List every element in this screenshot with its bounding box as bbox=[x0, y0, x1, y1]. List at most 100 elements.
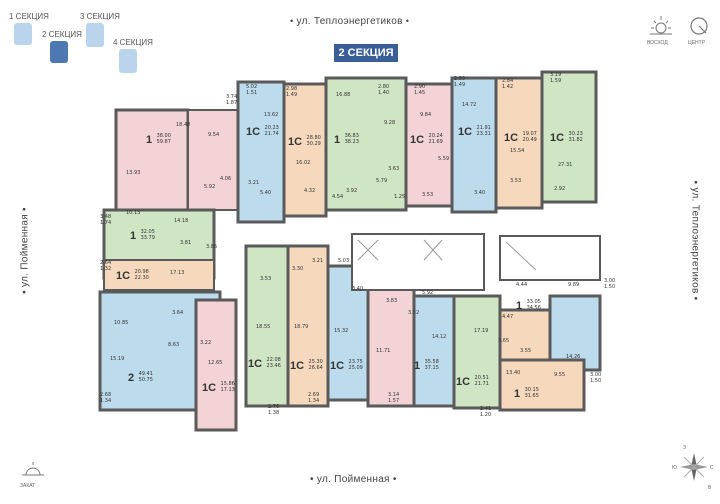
room-area: 9.55 bbox=[554, 372, 566, 378]
apt-shape bbox=[494, 76, 544, 210]
apartment-type: 1С bbox=[202, 382, 217, 394]
legend-swatch-4[interactable] bbox=[119, 49, 137, 73]
room-area: 2.76 bbox=[268, 404, 280, 410]
legend-swatch-3[interactable] bbox=[86, 23, 104, 47]
room-area: 1.42 bbox=[502, 84, 514, 90]
apt-shape bbox=[194, 298, 238, 432]
room-area: 14.12 bbox=[432, 334, 447, 340]
room-area: 2.92 bbox=[554, 186, 566, 192]
room-area: 16.88 bbox=[336, 92, 351, 98]
apartment-type: 1С bbox=[504, 132, 519, 144]
room-area: 1.20 bbox=[480, 412, 492, 418]
room-area: 1.50 bbox=[604, 284, 616, 290]
room-area: 4.47 bbox=[502, 314, 514, 320]
room-area: 3.48 bbox=[100, 214, 112, 220]
apt-shape bbox=[236, 80, 286, 224]
room-area: 3.63 bbox=[388, 166, 400, 172]
apartment-type: 1С bbox=[330, 360, 345, 372]
room-area: 1.57 bbox=[388, 398, 400, 404]
room-area: 13.62 bbox=[264, 112, 279, 118]
room-area: 1.50 bbox=[590, 378, 602, 384]
room-area: 13.93 bbox=[126, 170, 141, 176]
room-area: 9.89 bbox=[568, 282, 580, 288]
room-area: 1.49 bbox=[454, 82, 466, 88]
room-area: 1.38 bbox=[268, 410, 280, 416]
legend-label-1: 1 СЕКЦИЯ bbox=[9, 12, 49, 21]
room-area: 3.14 bbox=[388, 392, 400, 398]
compass-s: Ю bbox=[672, 465, 678, 471]
legend-swatch-2[interactable] bbox=[50, 41, 68, 63]
apartment-type: 1 bbox=[414, 360, 421, 372]
street-right-label: • ул. Теплоэнергетиков • bbox=[689, 180, 701, 301]
room-area: 3.83 bbox=[386, 298, 398, 304]
apartment-type: 1С bbox=[456, 376, 471, 388]
room-area: 1.34 bbox=[308, 398, 320, 404]
room-area: 2.80 bbox=[454, 76, 466, 82]
apartment-type: 1С bbox=[458, 126, 473, 138]
room-area: 3.19 bbox=[550, 72, 562, 78]
room-area: 15.54 bbox=[510, 148, 525, 154]
compass-rose: З Ю С В bbox=[672, 443, 716, 499]
apartment-type: 1 bbox=[516, 300, 523, 312]
room-area: 3.21 bbox=[248, 180, 260, 186]
apartment-type: 1 bbox=[146, 134, 153, 146]
room-area: 2.68 bbox=[100, 392, 112, 398]
room-area: 5.03 bbox=[338, 258, 350, 264]
core-shape bbox=[499, 235, 601, 281]
room-area: 8.63 bbox=[168, 342, 180, 348]
room-area: 2.64 bbox=[100, 260, 112, 266]
legend-swatch-1[interactable] bbox=[14, 23, 32, 45]
apartment-type: 2 bbox=[128, 372, 135, 384]
room-area: 1.32 bbox=[100, 266, 112, 272]
room-area: 3.32 bbox=[408, 310, 420, 316]
apt-shape bbox=[324, 76, 408, 212]
room-area: 5.02 bbox=[246, 84, 258, 90]
apt-shape bbox=[286, 244, 330, 408]
section-title: 2 СЕКЦИЯ bbox=[334, 44, 398, 62]
apt-shape bbox=[548, 294, 602, 372]
apartment-type: 1 bbox=[334, 134, 341, 146]
compass-n: З bbox=[683, 445, 687, 451]
room-area: 1.45 bbox=[414, 90, 426, 96]
sunset-label: ЗАКАТ bbox=[20, 483, 36, 489]
apt-shape bbox=[366, 284, 416, 408]
room-area: 3.53 bbox=[260, 276, 272, 282]
room-area: 5.40 bbox=[260, 190, 272, 196]
core-shape bbox=[351, 233, 485, 291]
room-area: 27.31 bbox=[558, 162, 573, 168]
room-area: 5.79 bbox=[376, 178, 388, 184]
room-area: 3.74 bbox=[226, 94, 238, 100]
sunset-icon bbox=[22, 462, 44, 476]
apartment-type: 1С bbox=[550, 132, 565, 144]
apt-shape bbox=[187, 109, 239, 211]
room-area: 9.28 bbox=[384, 120, 396, 126]
